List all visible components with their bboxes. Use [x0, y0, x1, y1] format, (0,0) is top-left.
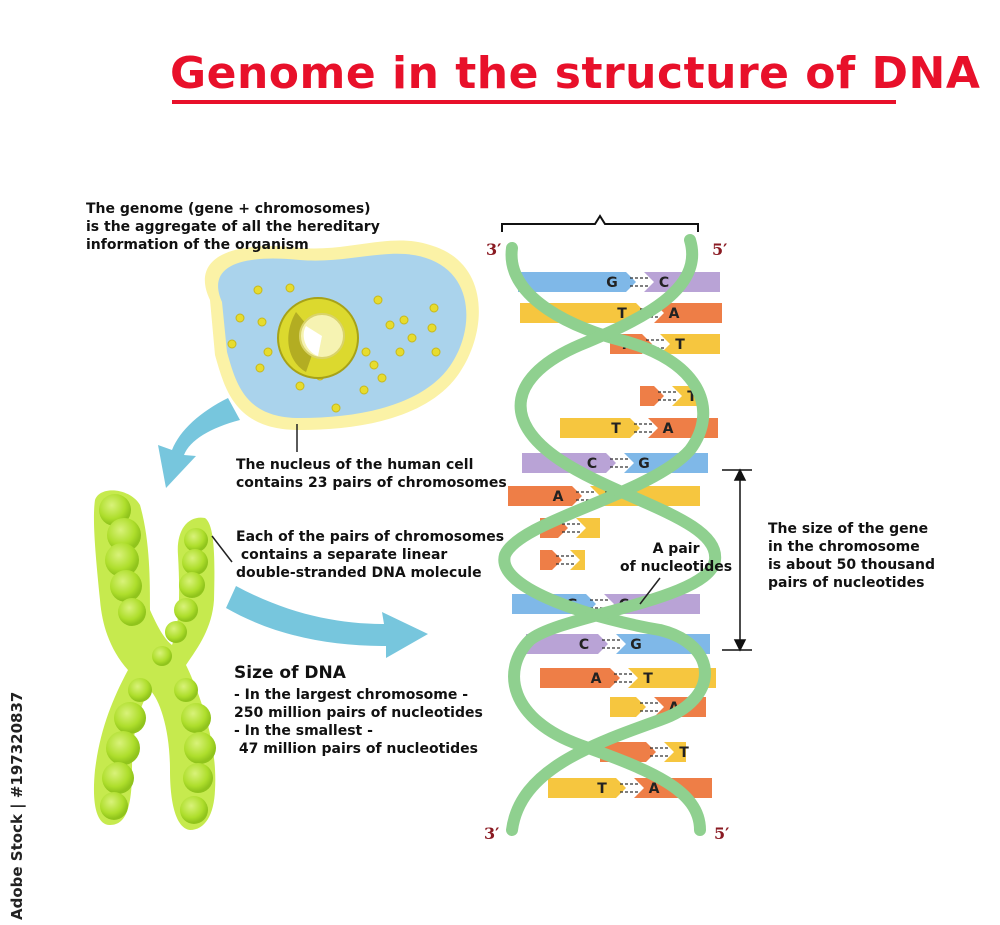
nucleolus-inner: [303, 326, 322, 356]
base-left: [540, 550, 562, 570]
base-letter-right: A: [649, 781, 660, 797]
strand-label-bottom-left: 3′: [484, 824, 500, 843]
base-letter-left: C: [587, 456, 597, 472]
base-left: [518, 272, 636, 292]
base-letter-right: A: [663, 421, 674, 437]
pairs-pointer: [211, 535, 233, 563]
genome-definition-label: The genome (gene + chromosomes) is the a…: [86, 201, 380, 253]
base-letter-right: T: [687, 389, 697, 405]
gene-size-bracket: [722, 468, 752, 652]
helix-strand-1: [498, 242, 711, 836]
title-underline: [172, 100, 896, 104]
base-left: [640, 386, 664, 406]
base-left: [610, 697, 646, 717]
base-right: [660, 334, 720, 354]
watermark-text: Adobe Stock | #197320837: [8, 691, 26, 920]
base-letter-right: G: [630, 637, 642, 653]
page-title: Genome in the structure of DNA: [170, 48, 981, 99]
base-letter-right: G: [638, 456, 650, 472]
base-right: [664, 742, 686, 762]
base-letter-right: C: [659, 275, 669, 291]
base-pair: [540, 550, 585, 570]
base-letter-right: T: [643, 671, 653, 687]
base-left: [548, 778, 626, 798]
stock-watermark: Adobe Stock | #197320837: [8, 690, 30, 920]
base-left: [540, 668, 620, 688]
base-letter-left: C: [579, 637, 589, 653]
nucleus-label: The nucleus of the human cell contains 2…: [236, 457, 507, 491]
base-right: [576, 518, 600, 538]
base-left: [560, 418, 640, 438]
strand-label-bottom-right: 5′: [714, 824, 730, 843]
base-letter-right: T: [675, 337, 685, 353]
size-of-dna-title: Size of DNA: [234, 663, 346, 683]
base-letter-right: T: [679, 745, 689, 761]
base-letter-left: T: [597, 781, 607, 797]
base-right: [654, 303, 722, 323]
arrow-cell-to-chromosome: [158, 398, 240, 488]
base-right: [628, 668, 716, 688]
strand-label-top-left: 3′: [486, 240, 502, 259]
base-letter-right: A: [669, 306, 680, 322]
cell-organelles: [227, 283, 441, 413]
base-letter-left: T: [611, 421, 621, 437]
gene-brace: [501, 214, 699, 232]
base-letter-left: T: [617, 306, 627, 322]
nucleotide-pointer: [639, 577, 661, 605]
base-left: [508, 486, 582, 506]
base-letter-left: A: [553, 489, 564, 505]
arrow-chromosome-to-dna: [226, 586, 428, 658]
gene-size-label: The size of the gene in the chromosome i…: [768, 521, 935, 591]
chromosome-pairs-label: Each of the pairs of chromosomes contain…: [236, 529, 505, 581]
base-letter-left: G: [606, 275, 618, 291]
chromosome: [93, 490, 233, 830]
dna-helix: [498, 234, 722, 836]
base-letter-left: A: [591, 671, 602, 687]
helix-strand-2: [508, 234, 722, 836]
size-of-dna-details: - In the largest chromosome - 250 millio…: [234, 687, 483, 757]
cell-illustration: [204, 240, 479, 452]
base-right: [570, 550, 585, 570]
strand-label-top-right: 5′: [712, 240, 728, 259]
nucleotide-pair-label: A pair of nucleotides: [620, 541, 733, 575]
base-left: [526, 634, 608, 654]
